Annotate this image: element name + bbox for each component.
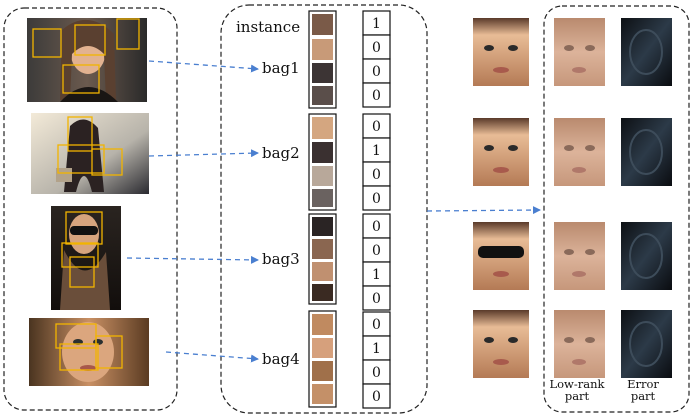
label-cell: 0 [362,161,391,187]
image-to-bag-arrows [126,60,259,363]
svg-text:0: 0 [372,167,381,183]
photo-4 [29,318,149,386]
original-face [473,310,529,378]
photo-1 [27,18,147,102]
svg-text:0: 0 [372,219,381,235]
label-cell: 0 [362,237,391,263]
original-face [473,18,529,86]
instance-boxes [32,18,140,371]
label-cell: 1 [362,261,391,287]
bags-group [220,4,428,414]
svg-text:0: 0 [372,40,381,56]
svg-text:1: 1 [372,143,381,159]
original-face [473,118,529,186]
label-cell: 0 [362,58,391,84]
svg-text:1: 1 [372,16,381,32]
label-cell: 1 [362,10,391,36]
label-cell: 1 [362,335,391,361]
images-group [3,7,178,411]
photo-2 [31,113,149,194]
label-cell: 0 [362,113,391,139]
error-face [621,118,672,186]
svg-text:1: 1 [372,341,381,357]
label-cell: 0 [362,285,391,311]
error-part-label: Error part [627,377,659,404]
svg-text:0: 0 [372,291,381,307]
label-cell: 0 [362,359,391,385]
svg-text:0: 0 [372,88,381,104]
bag2-label: bag2 [262,144,300,162]
svg-text:0: 0 [372,191,381,207]
svg-text:0: 0 [372,365,381,381]
label-cell: 1 [362,137,391,163]
label-cell: 0 [362,82,391,108]
svg-text:0: 0 [372,389,381,405]
svg-text:0: 0 [372,243,381,259]
lowrank-face [554,310,605,378]
instance-strips [308,10,337,408]
error-face [621,310,672,378]
label-cell: 0 [362,213,391,239]
label-cell: 0 [362,185,391,211]
bag1-label: bag1 [262,59,300,77]
bag3-label: bag3 [262,250,300,268]
lowrank-face [554,222,605,290]
original-face [473,222,529,290]
label-cell: 0 [362,34,391,60]
instance-label: instance [236,18,301,36]
svg-text:1: 1 [372,267,381,283]
error-face [621,18,672,86]
bags-to-decomposition-arrow [426,206,541,215]
lowrank-face [554,118,605,186]
label-vectors: 1 0 0 0 0 1 0 0 0 0 1 0 0 1 0 0 [362,10,391,409]
bag4-label: bag4 [262,350,300,368]
svg-text:0: 0 [372,317,381,333]
label-cell: 0 [362,383,391,409]
label-cell: 0 [362,311,391,337]
face-decomposition [473,18,672,378]
svg-text:0: 0 [372,64,381,80]
lowrank-part-label: Low-rank part [549,377,605,404]
decomposition-group [543,5,690,413]
error-face [621,222,672,290]
svg-text:0: 0 [372,119,381,135]
lowrank-face [554,18,605,86]
